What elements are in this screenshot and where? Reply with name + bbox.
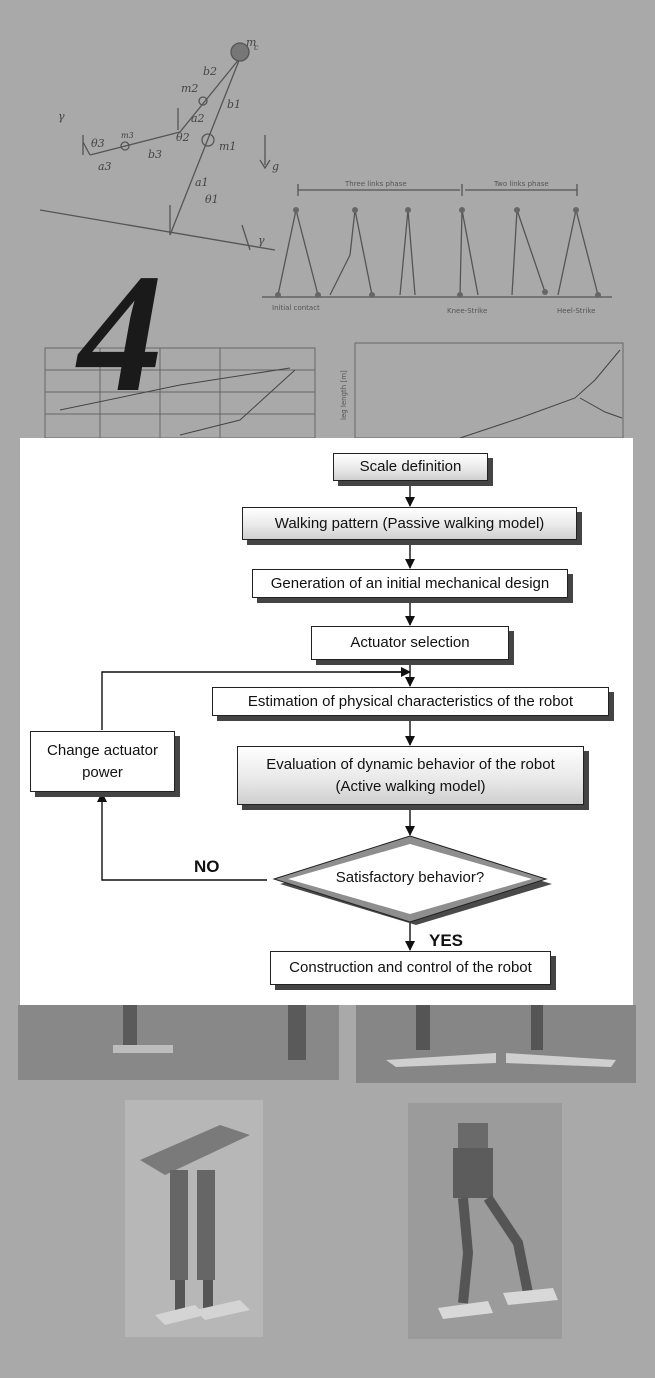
gait-phase-sketch bbox=[262, 184, 612, 298]
label-theta2: θ2 bbox=[176, 131, 190, 144]
step-scale-definition: Scale definition bbox=[333, 453, 488, 481]
label-a3: a3 bbox=[98, 160, 112, 173]
robot-photo-1 bbox=[18, 1005, 339, 1080]
label-g: g bbox=[272, 160, 279, 173]
step-walking-label: Walking pattern (Passive walking model) bbox=[274, 514, 545, 532]
label-theta1: θ1 bbox=[205, 193, 219, 206]
label-gamma-slope: γ bbox=[258, 234, 265, 247]
step-evaluation-line2: (Active walking model) bbox=[335, 777, 486, 795]
step-evaluation-line1: Evaluation of dynamic behavior of the ro… bbox=[266, 755, 555, 773]
change-actuator-line2: power bbox=[82, 763, 123, 781]
step-generation-label: Generation of an initial mechanical desi… bbox=[270, 574, 550, 592]
phase-label-three-links: Three links phase bbox=[344, 180, 407, 188]
flowchart-panel: Scale definition Walking pattern (Passiv… bbox=[20, 438, 633, 1005]
robot-photo-4 bbox=[408, 1103, 562, 1339]
label-c: c bbox=[254, 43, 259, 52]
step-scale-label: Scale definition bbox=[359, 458, 462, 476]
label-gamma: γ bbox=[58, 110, 65, 123]
label-m2: m2 bbox=[181, 82, 198, 95]
label-b3: b3 bbox=[148, 148, 162, 161]
label-m1: m1 bbox=[219, 140, 236, 153]
change-actuator-power-box: Change actuator power bbox=[30, 731, 175, 792]
decision-label: Satisfactory behavior? bbox=[335, 869, 485, 886]
step-estimation: Estimation of physical characteristics o… bbox=[212, 687, 609, 716]
biped-model-sketch bbox=[39, 42, 276, 251]
change-actuator-line1: Change actuator bbox=[47, 741, 158, 759]
label-theta3: θ3 bbox=[91, 137, 105, 150]
no-label: NO bbox=[194, 857, 220, 876]
label-m3: m3 bbox=[121, 131, 134, 140]
flowchart-connectors bbox=[97, 481, 552, 951]
step-actuator-label: Actuator selection bbox=[350, 634, 470, 652]
step-construction-label: Construction and control of the robot bbox=[289, 959, 532, 977]
event-label-heel: Heel-Strike bbox=[557, 307, 595, 315]
step-construction: Construction and control of the robot bbox=[270, 951, 551, 985]
step-estimation-label: Estimation of physical characteristics o… bbox=[247, 692, 574, 710]
label-a2: a2 bbox=[191, 112, 205, 125]
label-b1: b1 bbox=[227, 98, 241, 111]
phase-label-two-links: Two links phase bbox=[493, 180, 549, 188]
event-label-initial: Initial contact bbox=[272, 304, 320, 312]
step-walking-pattern: Walking pattern (Passive walking model) bbox=[242, 507, 577, 540]
event-label-knee: Knee-Strike bbox=[447, 307, 487, 315]
yes-label: YES bbox=[429, 931, 464, 950]
label-a1: a1 bbox=[195, 176, 209, 189]
step-evaluation: Evaluation of dynamic behavior of the ro… bbox=[237, 746, 584, 805]
robot-photo-2 bbox=[356, 1005, 636, 1083]
label-mc: m bbox=[246, 36, 256, 49]
plot-ylabel: leg length [m] bbox=[340, 370, 348, 420]
robot-photo-3 bbox=[125, 1100, 263, 1337]
chapter-number: 4 bbox=[78, 239, 163, 427]
label-b2: b2 bbox=[203, 65, 217, 78]
background-plot-right bbox=[354, 342, 624, 439]
step-actuator-selection: Actuator selection bbox=[311, 626, 509, 660]
step-initial-design: Generation of an initial mechanical desi… bbox=[252, 569, 568, 598]
